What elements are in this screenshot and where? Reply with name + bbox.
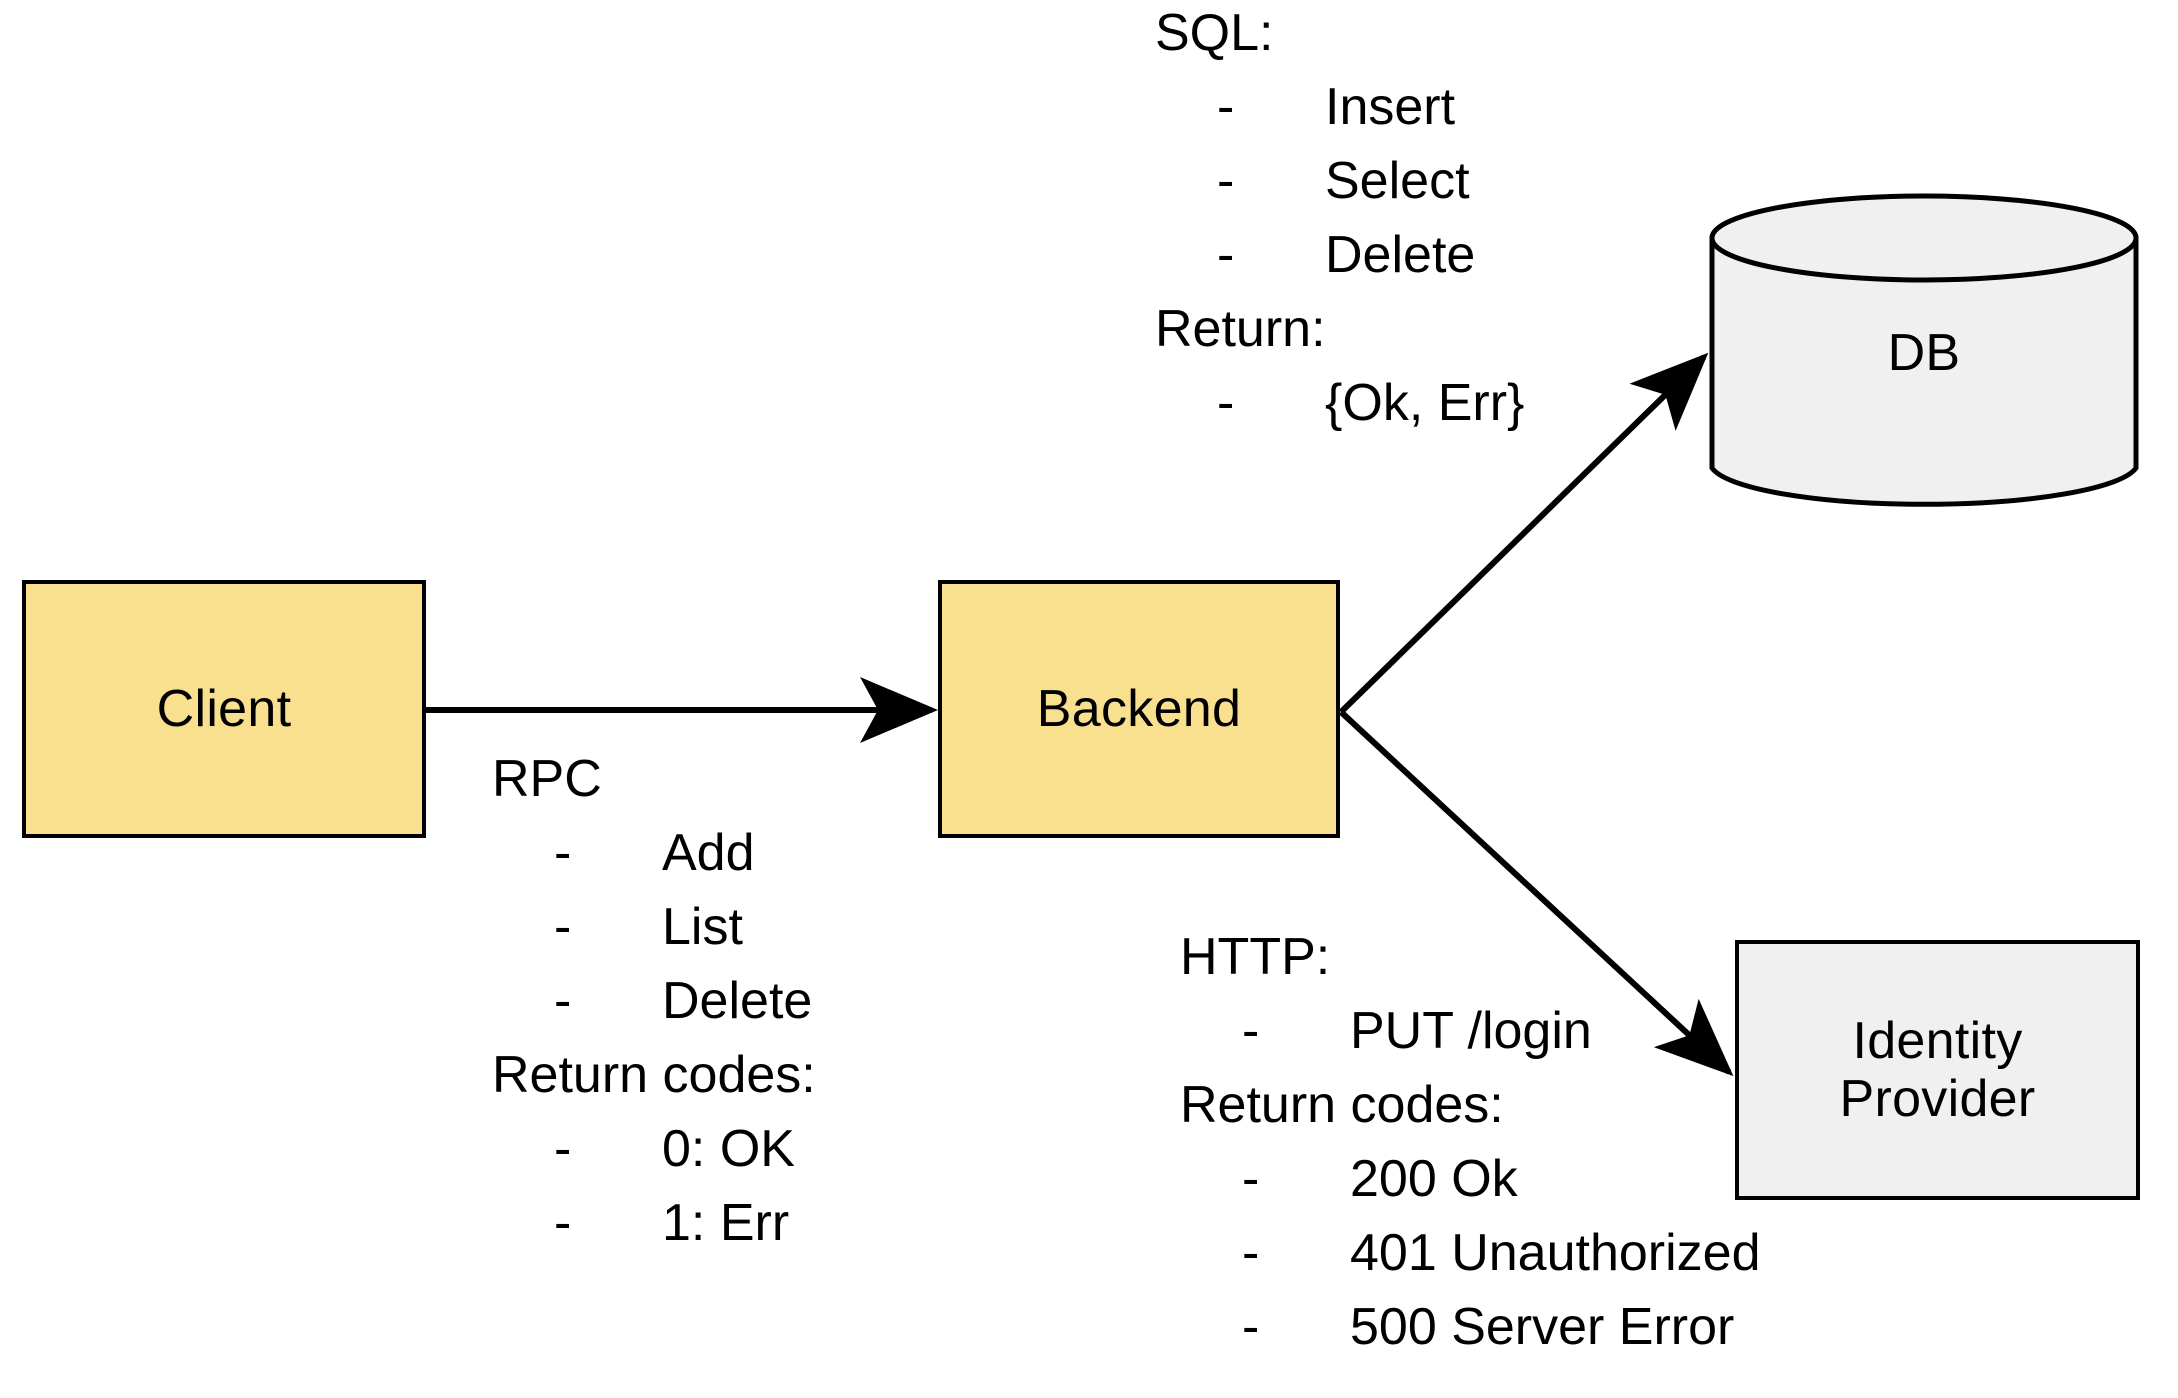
bullet-dash-icon: -: [1242, 1224, 1260, 1282]
annotation-rpc-return-1-label: 1: Err: [662, 1194, 790, 1252]
node-identity-provider-label: Identity Provider: [1839, 1012, 2035, 1128]
annotation-rpc-method-2: - Delete: [492, 964, 816, 1038]
bullet-dash-icon: -: [554, 1120, 572, 1178]
bullet-dash-icon: -: [554, 898, 572, 956]
annotation-sql-method-2: - Delete: [1155, 218, 1524, 292]
annotation-rpc-return-1: - 1: Err: [492, 1186, 816, 1260]
node-identity-provider[interactable]: Identity Provider: [1735, 940, 2140, 1200]
bullet-dash-icon: -: [554, 1194, 572, 1252]
annotation-http-return-0-label: 200 Ok: [1350, 1150, 1518, 1208]
annotation-http-return-0: - 200 Ok: [1180, 1142, 1761, 1216]
node-backend-label: Backend: [1036, 679, 1242, 738]
annotation-http-return-1: - 401 Unauthorized: [1180, 1216, 1761, 1290]
annotation-sql-return-0: - {Ok, Err}: [1155, 366, 1524, 440]
annotation-rpc-return-0: - 0: OK: [492, 1112, 816, 1186]
annotation-rpc: RPC - Add - List - Delete Return codes: …: [492, 742, 816, 1260]
node-identity-provider-label-line2: Provider: [1839, 1070, 2036, 1128]
bullet-dash-icon: -: [1242, 1298, 1260, 1356]
annotation-sql-method-1-label: Select: [1325, 152, 1470, 210]
node-client-label: Client: [156, 679, 292, 738]
annotation-sql-method-2-label: Delete: [1325, 226, 1476, 284]
annotation-sql-return-0-label: {Ok, Err}: [1325, 374, 1525, 432]
annotation-sql-method-0: - Insert: [1155, 70, 1524, 144]
bullet-dash-icon: -: [554, 972, 572, 1030]
annotation-http-return-1-label: 401 Unauthorized: [1350, 1224, 1761, 1282]
annotation-sql-method-1: - Select: [1155, 144, 1524, 218]
annotation-sql-heading: SQL:: [1155, 4, 1274, 62]
node-client[interactable]: Client: [22, 580, 426, 838]
db-cylinder-body: [1709, 235, 2139, 507]
node-backend[interactable]: Backend: [938, 580, 1340, 838]
annotation-http-method-0-label: PUT /login: [1350, 1002, 1592, 1060]
annotation-rpc-method-0-label: Add: [662, 824, 755, 882]
annotation-http-method-0: - PUT /login: [1180, 994, 1761, 1068]
annotation-http: HTTP: - PUT /login Return codes: - 200 O…: [1180, 920, 1761, 1364]
node-db[interactable]: DB: [1708, 192, 2140, 514]
db-cylinder-top: [1709, 193, 2139, 283]
bullet-dash-icon: -: [1242, 1002, 1260, 1060]
bullet-dash-icon: -: [1217, 374, 1235, 432]
annotation-rpc-return-heading: Return codes:: [492, 1046, 816, 1104]
bullet-dash-icon: -: [554, 824, 572, 882]
bullet-dash-icon: -: [1217, 152, 1235, 210]
annotation-http-return-2: - 500 Server Error: [1180, 1290, 1761, 1364]
annotation-rpc-method-0: - Add: [492, 816, 816, 890]
bullet-dash-icon: -: [1217, 78, 1235, 136]
annotation-http-return-2-label: 500 Server Error: [1350, 1298, 1735, 1356]
bullet-dash-icon: -: [1242, 1150, 1260, 1208]
annotation-http-return-heading: Return codes:: [1180, 1076, 1504, 1134]
annotation-http-heading: HTTP:: [1180, 928, 1331, 986]
node-identity-provider-label-line1: Identity: [1852, 1011, 2023, 1070]
bullet-dash-icon: -: [1217, 226, 1235, 284]
annotation-rpc-method-1-label: List: [662, 898, 743, 956]
annotation-rpc-return-0-label: 0: OK: [662, 1120, 795, 1178]
annotation-sql-return-heading: Return:: [1155, 300, 1326, 358]
annotation-sql: SQL: - Insert - Select - Delete Return: …: [1155, 0, 1524, 440]
annotation-rpc-method-1: - List: [492, 890, 816, 964]
annotation-rpc-method-2-label: Delete: [662, 972, 813, 1030]
annotation-sql-method-0-label: Insert: [1325, 78, 1456, 136]
annotation-rpc-heading: RPC: [492, 750, 602, 808]
